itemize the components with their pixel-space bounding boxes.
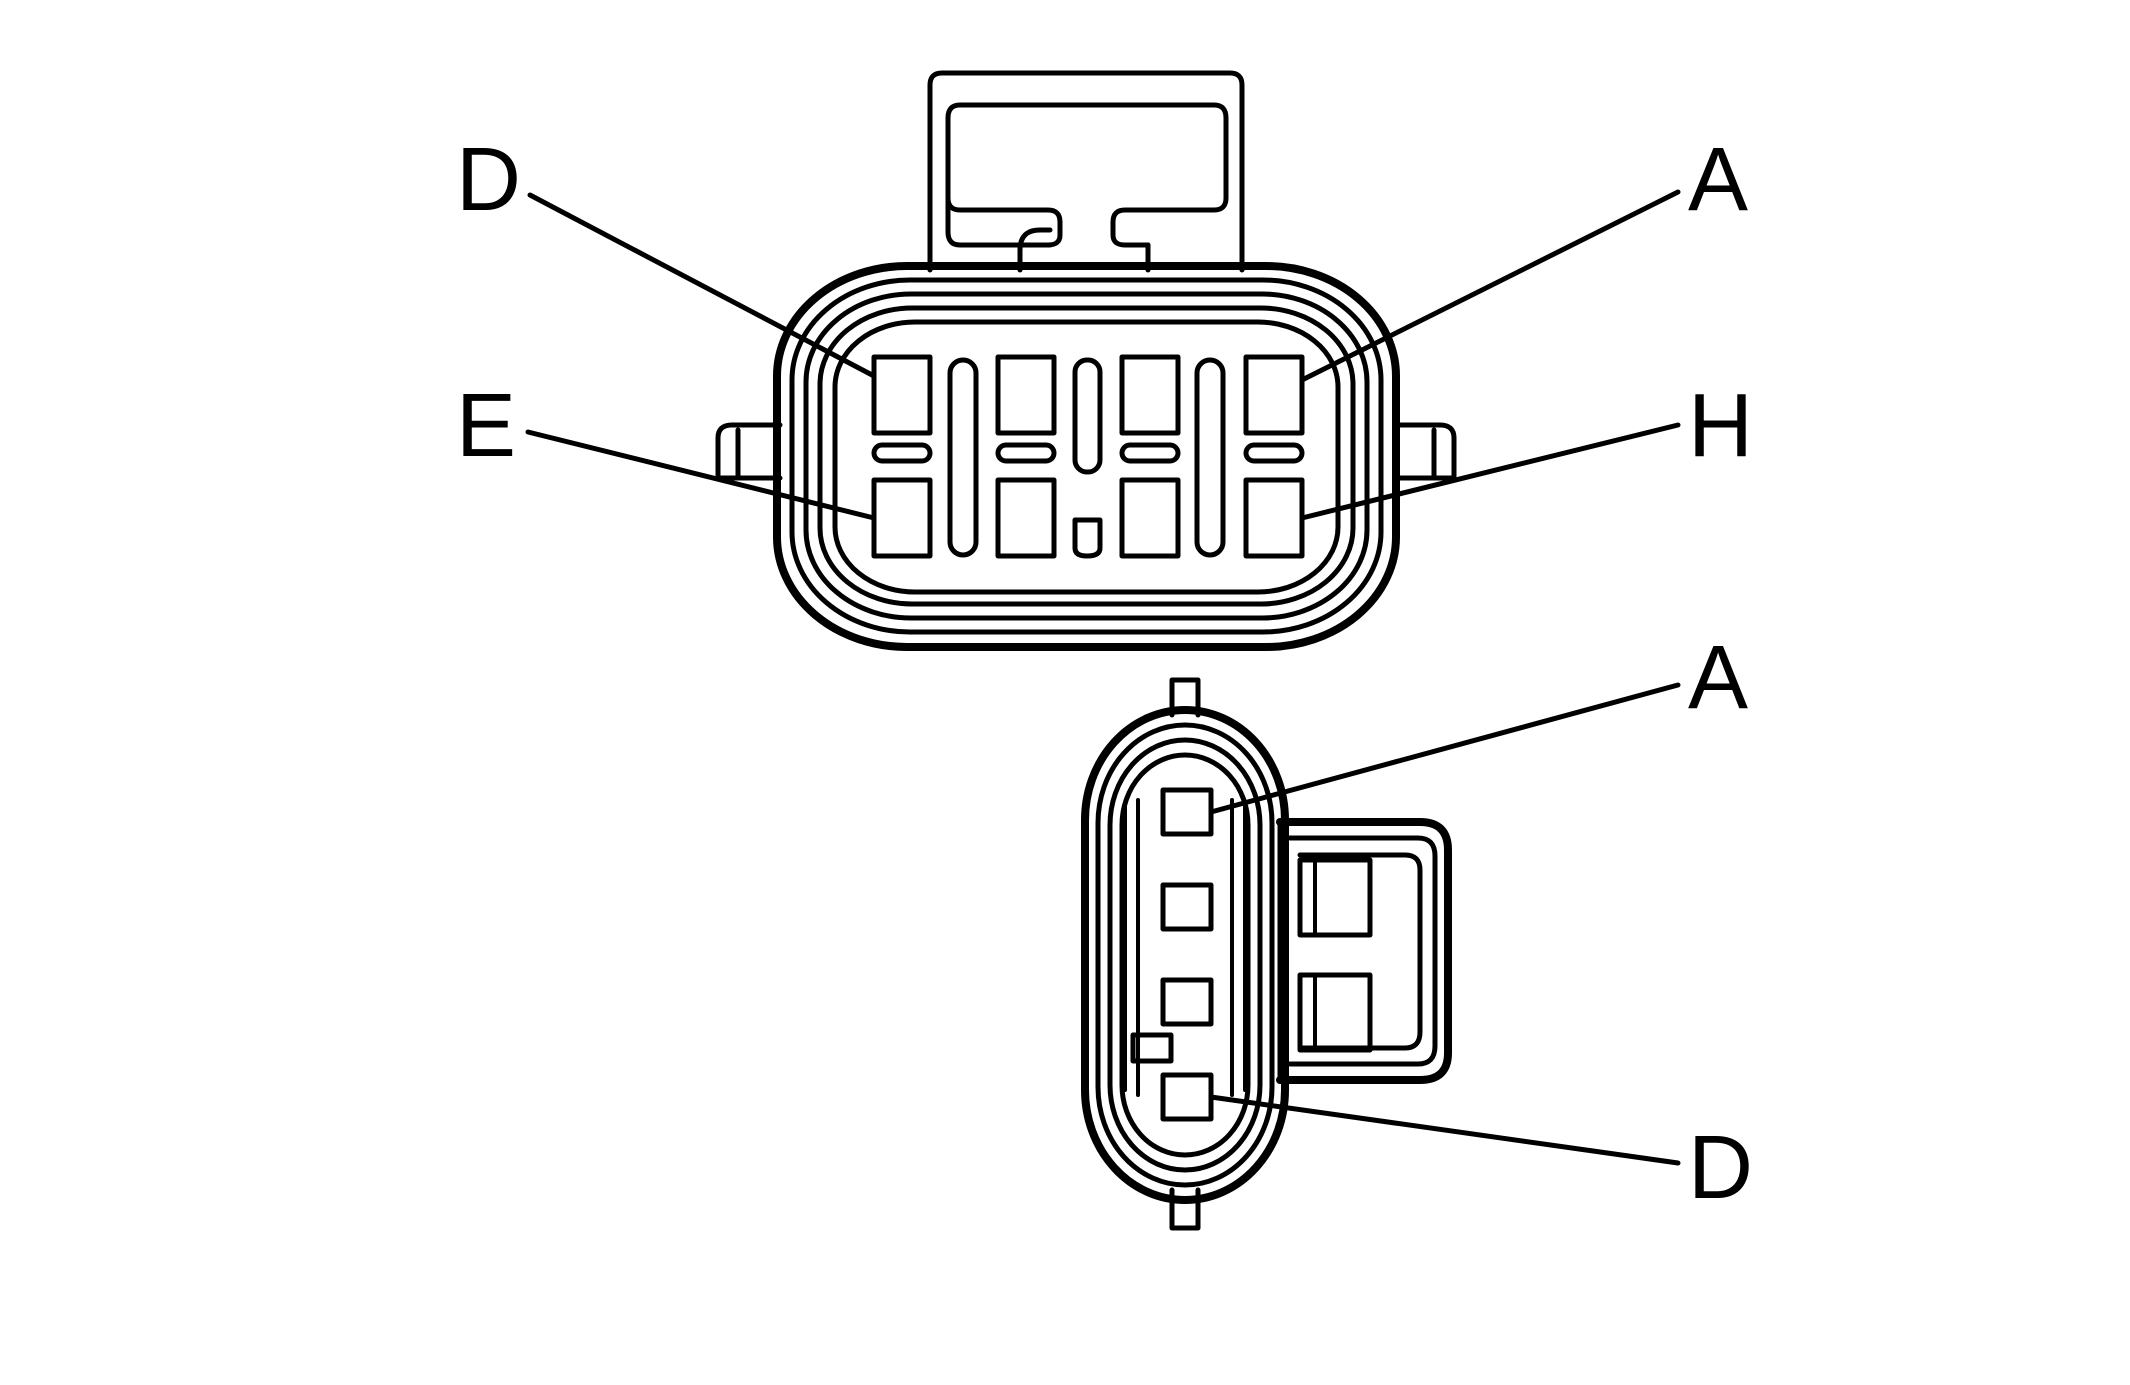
leader-8way-h — [1299, 422, 1681, 521]
side-ear-right — [1392, 422, 1457, 481]
cavity-c — [995, 354, 1057, 436]
leader-8way-a — [1299, 189, 1681, 383]
cavity-b — [1119, 354, 1181, 436]
label-8way-top-right: A — [1688, 130, 1748, 230]
nub-top — [1169, 677, 1201, 718]
polarization-key — [1130, 1032, 1174, 1064]
label-4way-top: A — [1688, 628, 1748, 728]
leader-4way-d — [1208, 1094, 1681, 1166]
slot-4 — [1243, 442, 1305, 464]
body-ring-4 — [1119, 752, 1251, 1158]
label-4way-bottom: D — [1688, 1118, 1753, 1218]
cavity-e — [871, 477, 933, 559]
slot-1 — [871, 442, 933, 464]
body-outer — [1081, 706, 1289, 1204]
key-2-lower — [1072, 517, 1103, 559]
housing-ring-3 — [803, 291, 1370, 621]
body-ring-3 — [1107, 737, 1263, 1173]
rib-3 — [1194, 357, 1226, 558]
cavity-d — [871, 354, 933, 436]
cavity-a — [1243, 354, 1305, 436]
cavity-g — [1119, 477, 1181, 559]
locking-tab — [927, 70, 1245, 273]
cavity-4way-d — [1160, 1072, 1214, 1122]
body-ring-2 — [1095, 722, 1275, 1188]
housing-outer — [773, 262, 1400, 651]
side-latch — [1276, 818, 1452, 1084]
leader-8way-e — [525, 429, 877, 521]
rib-1 — [947, 357, 979, 558]
cavity-f — [995, 477, 1057, 559]
connector-4-way — [1081, 677, 1452, 1231]
side-ear-left — [715, 422, 783, 481]
leader-lines — [525, 189, 1681, 1166]
housing-ring-4 — [817, 305, 1356, 607]
leader-8way-d — [527, 192, 877, 379]
rib-2-upper — [1072, 357, 1103, 475]
cavity-h — [1243, 477, 1305, 559]
cavity-4way-b — [1160, 882, 1214, 932]
label-8way-bottom-right: H — [1688, 376, 1753, 476]
label-8way-top-left: D — [456, 130, 521, 230]
leader-4way-a — [1208, 682, 1681, 815]
slot-3 — [1119, 442, 1181, 464]
terminal-face — [832, 319, 1341, 595]
cavity-4way-c — [1160, 977, 1214, 1027]
nub-bottom — [1169, 1187, 1201, 1231]
slot-2 — [995, 442, 1057, 464]
connector-8-way — [715, 70, 1457, 651]
cavity-4way-a — [1160, 787, 1214, 837]
pin-labels: D E A H A D — [456, 130, 1753, 1218]
label-8way-bottom-left: E — [456, 376, 516, 476]
housing-ring-2 — [789, 277, 1384, 635]
